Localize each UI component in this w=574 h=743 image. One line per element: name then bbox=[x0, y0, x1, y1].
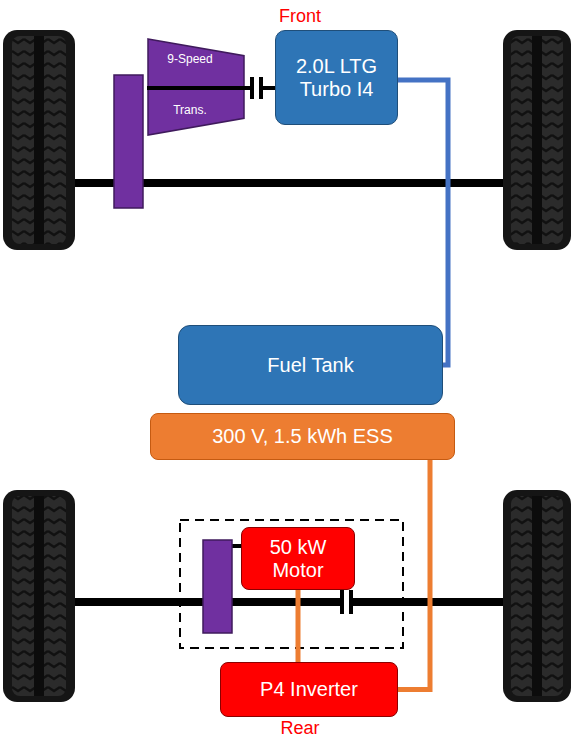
node-text: 2.0L LTG Turbo I4 bbox=[282, 55, 391, 101]
transmission-shape: 9-SpeedTrans. bbox=[147, 38, 245, 136]
power-cable bbox=[398, 460, 430, 690]
clutch-symbol bbox=[340, 590, 353, 614]
direction-label: Rear bbox=[280, 718, 319, 739]
power-cable bbox=[296, 590, 301, 662]
drive-unit-outline bbox=[180, 520, 403, 648]
fuel-tank-box: Fuel Tank bbox=[178, 325, 443, 405]
gear-block bbox=[203, 540, 232, 633]
node-text: 50 kW Motor bbox=[248, 536, 348, 582]
node-text: Fuel Tank bbox=[267, 354, 353, 377]
tire bbox=[3, 30, 75, 250]
rear-axle bbox=[60, 598, 515, 606]
node-text: 300 V, 1.5 kWh ESS bbox=[212, 425, 392, 448]
node-text: Trans. bbox=[151, 104, 229, 118]
engine-box: 2.0L LTG Turbo I4 bbox=[275, 30, 398, 125]
direction-label: Front bbox=[279, 6, 321, 27]
tire bbox=[3, 490, 75, 702]
fuel-line bbox=[398, 80, 448, 365]
motor-box: 50 kW Motor bbox=[241, 527, 355, 590]
clutch-symbol bbox=[250, 77, 263, 99]
drive-shaft bbox=[147, 86, 245, 90]
node-text: 9-Speed bbox=[151, 53, 229, 67]
battery-box: 300 V, 1.5 kWh ESS bbox=[150, 413, 455, 460]
inverter-box: P4 Inverter bbox=[220, 662, 398, 717]
tire bbox=[503, 490, 571, 702]
node-text: P4 Inverter bbox=[260, 678, 358, 701]
gear-block bbox=[114, 75, 143, 208]
tire bbox=[503, 30, 571, 250]
